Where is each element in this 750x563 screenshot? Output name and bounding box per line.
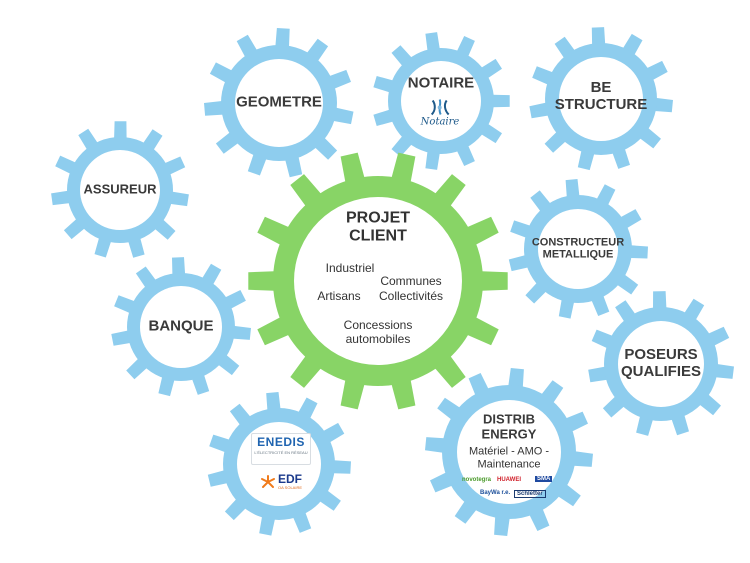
center-title-line1: PROJET bbox=[345, 209, 411, 227]
gear-label-constructeur-line2: METALLIQUE bbox=[542, 249, 614, 261]
notaire-logo-text: Notaire bbox=[420, 116, 460, 128]
item-artisans: Artisans bbox=[317, 289, 361, 304]
distrib-subtitle: Matériel - AMO - Maintenance bbox=[469, 445, 549, 470]
notaire-logo: Notaire bbox=[420, 99, 460, 128]
gear-banque-hub bbox=[140, 286, 222, 368]
gear-label-poseurs-line2: QUALIFIES bbox=[620, 363, 702, 380]
gear-label-constructeur: CONSTRUCTEUR METALLIQUE bbox=[532, 237, 624, 262]
huawei-logo: HUAWEI bbox=[497, 477, 521, 483]
item-concessions: Concessions automobiles bbox=[343, 318, 413, 347]
gear-label-be-structure: BE STRUCTURE bbox=[554, 79, 648, 114]
gear-assureur bbox=[51, 121, 189, 258]
gear-label-banque: BANQUE bbox=[148, 317, 214, 335]
gear-label-constructeur-line1: CONSTRUCTEUR bbox=[531, 236, 625, 249]
center-title-line2: CLIENT bbox=[349, 228, 407, 245]
gear-label-be-structure-line1: BE bbox=[590, 79, 612, 97]
sma-logo: SMA bbox=[535, 476, 553, 482]
edf-tagline: OA SOLAIRE bbox=[277, 485, 303, 490]
gear-label-geometre: GEOMETRE bbox=[236, 93, 322, 111]
item-concessions-line2: automobiles bbox=[345, 332, 411, 346]
gear-be-structure-hub bbox=[559, 57, 643, 141]
gear-label-poseurs: POSEURS QUALIFIES bbox=[620, 346, 702, 381]
gear-label-poseurs-line1: POSEURS bbox=[624, 346, 698, 364]
gear-geometre bbox=[204, 28, 354, 178]
gear-be-structure bbox=[529, 27, 673, 171]
distrib-subtitle-line1: Matériel - AMO - bbox=[468, 445, 550, 458]
gear-label-assureur: ASSUREUR bbox=[83, 181, 157, 197]
item-industriel: Industriel bbox=[325, 261, 375, 276]
gear-geometre-hub bbox=[235, 59, 323, 147]
notaire-seal-icon bbox=[431, 99, 450, 116]
novotegra-logo: novotegra bbox=[462, 477, 492, 483]
gear-banque bbox=[111, 257, 251, 397]
gear-poseurs-hub bbox=[618, 321, 704, 407]
item-communes: Communes bbox=[380, 274, 442, 289]
gear-label-distrib-line2: ENERGY bbox=[481, 426, 537, 441]
edf-sun-icon bbox=[260, 475, 275, 488]
distrib-subtitle-line2: Maintenance bbox=[477, 458, 541, 470]
center-title: PROJET CLIENT bbox=[346, 210, 410, 247]
baywa-logo: BayWa r.e. bbox=[480, 490, 511, 496]
gear-label-be-structure-line2: STRUCTURE bbox=[554, 96, 648, 113]
gear-constructeur bbox=[508, 179, 648, 319]
enedis-logo: ENEDIS L'ÉLECTRICITÉ EN RÉSEAU bbox=[251, 433, 311, 465]
enedis-tagline: L'ÉLECTRICITÉ EN RÉSEAU bbox=[254, 450, 308, 455]
gear-projet-client-hub bbox=[294, 197, 462, 365]
gear-label-notaire: NOTAIRE bbox=[407, 74, 475, 92]
gear-label-distrib-line1: DISTRIB bbox=[483, 411, 535, 427]
enedis-name: ENEDIS bbox=[257, 435, 305, 449]
gear-label-distrib: DISTRIB ENERGY bbox=[482, 412, 537, 441]
gear-poseurs bbox=[588, 291, 734, 436]
item-concessions-line1: Concessions bbox=[343, 318, 413, 333]
gear-assureur-hub bbox=[80, 150, 160, 230]
edf-name: EDF bbox=[277, 472, 302, 486]
edf-logo: EDF OA SOLAIRE bbox=[260, 473, 302, 491]
gear-constructeur-hub bbox=[538, 209, 618, 289]
gear-projet-client bbox=[248, 152, 508, 410]
item-collectivites: Collectivités bbox=[378, 289, 444, 304]
schletter-logo: Schletter bbox=[514, 490, 546, 498]
